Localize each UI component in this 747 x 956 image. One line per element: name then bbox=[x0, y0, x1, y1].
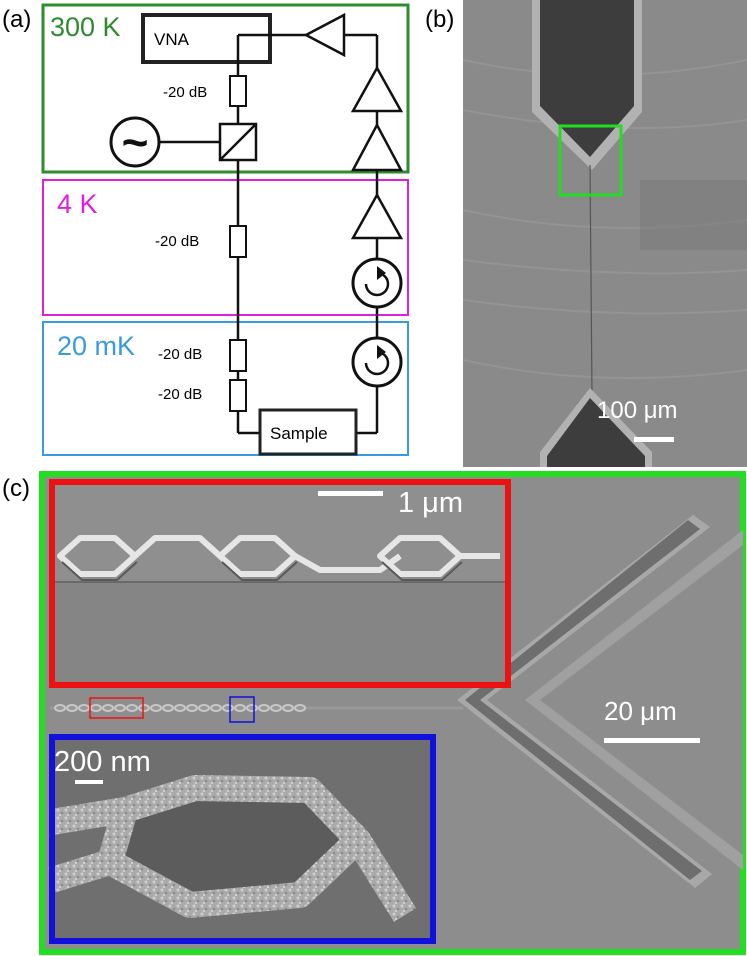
vna-label: VNA bbox=[154, 30, 190, 49]
coupler-diagonal bbox=[219, 123, 257, 161]
panel-b-sem-image: (b) 100 μm bbox=[425, 0, 747, 467]
scale-bar-b bbox=[634, 437, 674, 442]
zoom-box-red-small bbox=[89, 697, 144, 719]
upper-electrode bbox=[540, 0, 634, 157]
panel-label-a: (a) bbox=[2, 6, 31, 33]
panel-c-sem-image: (c) 20 μm bbox=[2, 471, 746, 955]
inset-blue-hole bbox=[110, 788, 358, 905]
lower-electrode bbox=[547, 398, 645, 467]
inset-red: 1 μm bbox=[49, 479, 511, 688]
inset-blue-frame bbox=[49, 734, 436, 944]
stage-box-300k bbox=[41, 3, 410, 174]
attenuator-1 bbox=[229, 75, 247, 107]
stage-label-4k: 4 K bbox=[57, 189, 98, 219]
amplifier-icon-2 bbox=[350, 122, 404, 172]
attenuator-1-label: -20 dB bbox=[163, 84, 207, 101]
nanowire-line bbox=[589, 164, 593, 396]
panel-label-b: (b) bbox=[425, 6, 454, 33]
scale-bar-c-blue bbox=[75, 780, 103, 784]
junction-chain bbox=[54, 704, 306, 712]
amplifier-icon-hemt bbox=[350, 192, 404, 240]
stage-box-4k bbox=[42, 179, 409, 316]
sample-label: Sample bbox=[270, 424, 328, 443]
circulator-icon-1 bbox=[351, 257, 403, 309]
circulator-icon-2 bbox=[351, 336, 403, 388]
stage-label-20mk: 20 mK bbox=[57, 331, 135, 361]
attenuator-3-label: -20 dB bbox=[158, 346, 202, 363]
attenuator-4 bbox=[229, 379, 247, 412]
vna-box bbox=[141, 13, 272, 64]
scale-bar-c-red bbox=[318, 491, 383, 496]
signal-source-symbol: ~ bbox=[122, 116, 149, 168]
sample-box bbox=[258, 408, 358, 456]
panel-a-schematic: (a) 300 K 4 K 20 mK VNA bbox=[2, 3, 410, 456]
zoom-box-green bbox=[558, 124, 623, 197]
inset-red-shadows bbox=[61, 561, 463, 581]
stage-label-300k: 300 K bbox=[50, 12, 121, 42]
attenuator-4-label: -20 dB bbox=[158, 386, 202, 403]
inset-red-loops bbox=[57, 535, 500, 577]
signal-source-icon bbox=[109, 116, 161, 168]
sem-b-shade bbox=[640, 180, 747, 250]
attenuator-3 bbox=[229, 339, 247, 372]
amplifier-icon-room-temp bbox=[303, 12, 346, 58]
attenuator-2 bbox=[229, 225, 247, 258]
scale-label-c-blue: 200 nm bbox=[54, 746, 151, 778]
zoom-box-blue-small bbox=[229, 696, 255, 723]
triangular-pad bbox=[540, 545, 743, 855]
wiring bbox=[160, 33, 379, 435]
stage-box-20mk bbox=[42, 321, 409, 456]
scale-label-c-red: 1 μm bbox=[398, 487, 463, 519]
scale-bar-c-main bbox=[604, 738, 700, 743]
amplifier-icon-1 bbox=[350, 65, 404, 113]
scale-label-b: 100 μm bbox=[597, 397, 678, 424]
inset-blue-loop bbox=[48, 775, 417, 922]
inset-red-lower-region bbox=[52, 582, 508, 685]
inset-red-frame bbox=[49, 479, 511, 688]
attenuator-2-label: -20 dB bbox=[155, 233, 199, 250]
inset-blue: 200 nm bbox=[48, 734, 436, 944]
scale-label-c-main: 20 μm bbox=[604, 696, 677, 726]
panel-label-c: (c) bbox=[2, 475, 30, 502]
